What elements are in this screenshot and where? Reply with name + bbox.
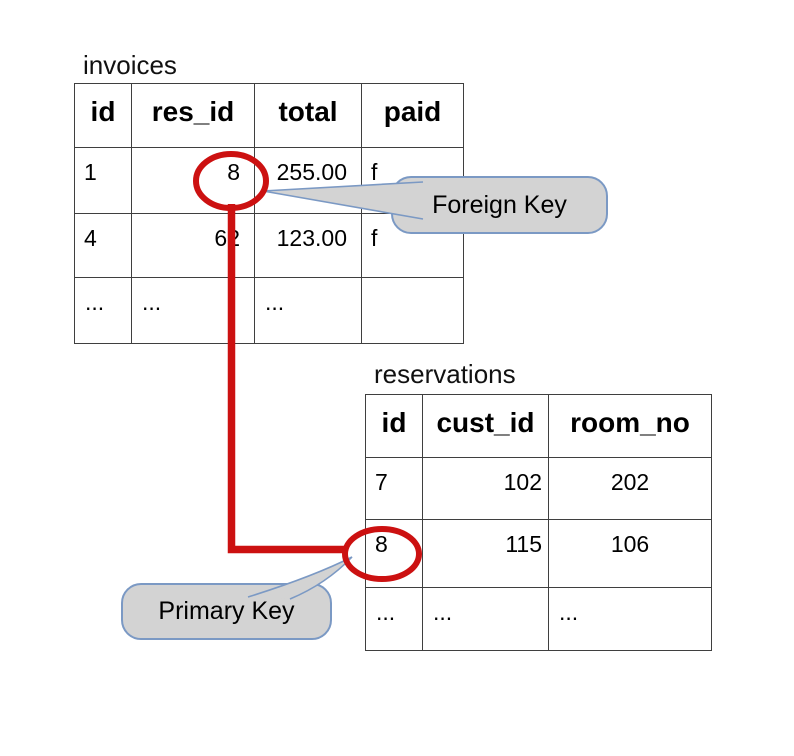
cell [361,277,464,344]
cell: 1 [74,147,132,214]
cell: ... [131,277,255,344]
col-header-res_id: res_id [131,83,255,148]
cell: 123.00 [254,213,362,278]
reservations-table: id cust_id room_no 7 102 202 8 115 106 .… [365,394,712,651]
reservations-table-title: reservations [374,359,516,389]
reservations-header-row: id cust_id room_no [365,394,712,458]
cell: 202 [548,457,712,520]
col-header-paid: paid [361,83,464,148]
col-header-cust_id: cust_id [422,394,549,458]
cell: 4 [74,213,132,278]
cell: 255.00 [254,147,362,214]
table-row: ... ... ... [365,587,712,651]
table-row: 7 102 202 [365,457,712,520]
cell-primary-key-value: 8 [365,519,423,588]
cell: ... [74,277,132,344]
cell: 106 [548,519,712,588]
cell: 62 [131,213,255,278]
table-row: ... ... ... [74,277,464,344]
table-row: 8 115 106 [365,519,712,588]
cell: ... [365,587,423,651]
cell: ... [254,277,362,344]
col-header-id: id [74,83,132,148]
col-header-total: total [254,83,362,148]
cell: ... [548,587,712,651]
primary-key-callout-label: Primary Key [158,597,295,625]
cell-foreign-key-value: 8 [131,147,255,214]
foreign-key-callout-label: Foreign Key [432,190,567,219]
invoices-header-row: id res_id total paid [74,83,464,148]
invoices-table-title: invoices [83,50,177,80]
cell: ... [422,587,549,651]
cell: 115 [422,519,549,588]
col-header-room_no: room_no [548,394,712,458]
cell: 7 [365,457,423,520]
cell: 102 [422,457,549,520]
col-header-id: id [365,394,423,458]
